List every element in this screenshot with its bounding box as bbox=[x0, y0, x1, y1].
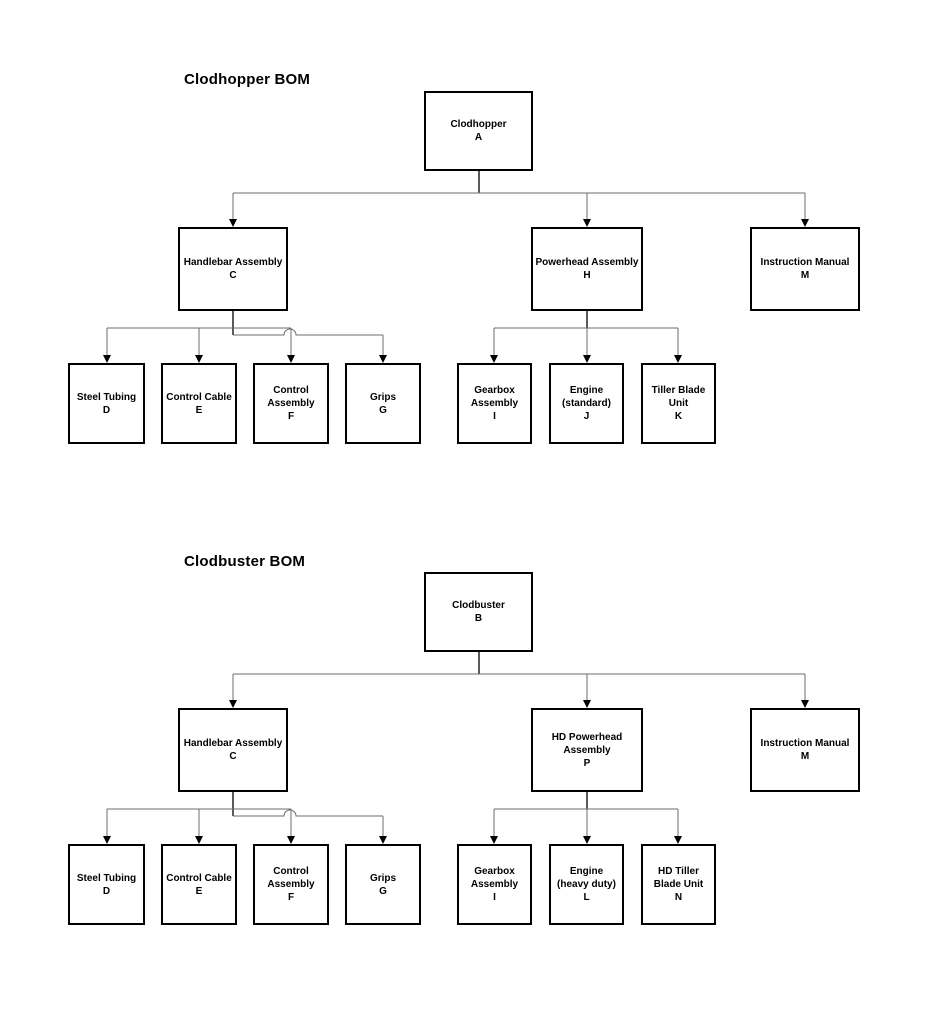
node-label: Tiller Blade Unit bbox=[651, 385, 706, 409]
node-control-cable-e: Control Cable E bbox=[161, 363, 237, 444]
node-label: Clodhopper bbox=[450, 119, 507, 130]
node-grips-g2: Grips G bbox=[345, 844, 421, 925]
node-tiller-blade-unit-k: Tiller Blade Unit K bbox=[641, 363, 716, 444]
node-label: Control Cable bbox=[166, 391, 232, 403]
node-code: E bbox=[195, 885, 203, 897]
node-control-assembly-f2: Control Assembly F bbox=[253, 844, 329, 925]
node-code: F bbox=[287, 892, 295, 903]
connector-clodbuster-handlebar bbox=[106, 792, 384, 837]
arrowheads-clodbuster bbox=[103, 700, 809, 844]
node-control-cable-e2: Control Cable E bbox=[161, 844, 237, 925]
node-instruction-manual-m2: Instruction Manual M bbox=[750, 708, 860, 792]
node-label: Gearbox Assembly bbox=[470, 385, 519, 409]
node-code: L bbox=[583, 892, 590, 903]
node-label: HD Powerhead Assembly bbox=[551, 731, 623, 756]
clodhopper-bom-title: Clodhopper BOM bbox=[184, 71, 311, 88]
node-label: Engine (heavy duty) bbox=[557, 866, 616, 890]
node-hd-powerhead-assembly-p: HD Powerhead Assembly P bbox=[531, 708, 643, 792]
node-label: Steel Tubing bbox=[76, 872, 137, 884]
node-label: Handlebar Assembly bbox=[183, 257, 283, 268]
node-code: M bbox=[800, 751, 810, 762]
node-label: Control Assembly bbox=[267, 385, 315, 409]
node-engine-heavy-duty-l: Engine (heavy duty) L bbox=[549, 844, 624, 925]
node-label: Control Cable bbox=[166, 872, 232, 884]
node-code: B bbox=[474, 613, 483, 624]
node-label: Powerhead Assembly bbox=[535, 257, 639, 268]
node-label: Grips bbox=[369, 391, 397, 403]
node-code: F bbox=[287, 411, 295, 422]
node-label: Instruction Manual bbox=[760, 257, 850, 268]
node-code: D bbox=[102, 885, 111, 897]
node-steel-tubing-d: Steel Tubing D bbox=[68, 363, 145, 444]
node-instruction-manual-m: Instruction Manual M bbox=[750, 227, 860, 311]
node-clodbuster-root: Clodbuster B bbox=[424, 572, 533, 652]
connector-clodbuster-powerhead bbox=[493, 792, 679, 837]
node-grips-g: Grips G bbox=[345, 363, 421, 444]
connector-clodhopper-handlebar bbox=[106, 311, 384, 356]
node-label: Gearbox Assembly bbox=[470, 866, 519, 890]
node-steel-tubing-d2: Steel Tubing D bbox=[68, 844, 145, 925]
node-code: I bbox=[493, 892, 496, 903]
node-code: D bbox=[102, 404, 111, 416]
arrowheads-clodhopper bbox=[103, 219, 809, 363]
node-label: Grips bbox=[369, 872, 397, 884]
node-hd-tiller-blade-unit-n: HD Tiller Blade Unit N bbox=[641, 844, 716, 925]
node-label: Control Assembly bbox=[267, 866, 315, 890]
connector-clodbuster-root bbox=[232, 652, 806, 701]
node-engine-standard-j: Engine (standard) J bbox=[549, 363, 624, 444]
connector-clodhopper-powerhead bbox=[493, 311, 679, 356]
node-code: G bbox=[379, 404, 387, 416]
node-clodhopper-root: Clodhopper A bbox=[424, 91, 533, 171]
node-code: C bbox=[229, 751, 237, 762]
node-code: C bbox=[229, 270, 237, 281]
node-label: Handlebar Assembly bbox=[183, 738, 283, 749]
clodbuster-bom-title: Clodbuster BOM bbox=[184, 553, 306, 570]
node-handlebar-assembly-c: Handlebar Assembly C bbox=[178, 227, 288, 311]
node-label: Steel Tubing bbox=[76, 391, 137, 403]
node-code: N bbox=[674, 892, 683, 903]
node-code: J bbox=[583, 411, 590, 422]
node-powerhead-assembly-h: Powerhead Assembly H bbox=[531, 227, 643, 311]
node-label: Clodbuster bbox=[452, 600, 505, 611]
node-label: HD Tiller Blade Unit bbox=[653, 866, 704, 890]
node-code: I bbox=[493, 411, 496, 422]
node-gearbox-assembly-i: Gearbox Assembly I bbox=[457, 363, 532, 444]
node-code: H bbox=[583, 270, 591, 281]
connector-clodhopper-root bbox=[232, 171, 806, 220]
node-code: G bbox=[379, 885, 387, 897]
node-code: A bbox=[474, 132, 483, 143]
node-control-assembly-f: Control Assembly F bbox=[253, 363, 329, 444]
node-code: E bbox=[195, 404, 203, 416]
node-gearbox-assembly-i2: Gearbox Assembly I bbox=[457, 844, 532, 925]
node-code: K bbox=[674, 411, 683, 422]
node-code: M bbox=[800, 270, 810, 281]
node-code: P bbox=[583, 757, 591, 769]
node-label: Engine (standard) bbox=[562, 385, 611, 409]
node-handlebar-assembly-c2: Handlebar Assembly C bbox=[178, 708, 288, 792]
node-label: Instruction Manual bbox=[760, 738, 850, 749]
